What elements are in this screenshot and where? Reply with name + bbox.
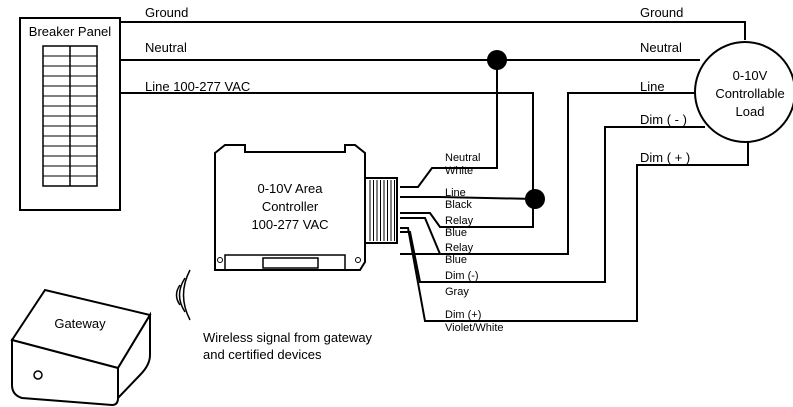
controller-base-slot bbox=[262, 257, 319, 269]
wireless-arc-1 bbox=[175, 284, 181, 306]
breaker-rows bbox=[43, 55, 97, 177]
load-line2: Controllable bbox=[715, 86, 784, 101]
lead-white: White bbox=[445, 165, 473, 177]
controller-line3: 100-277 VAC bbox=[251, 217, 328, 232]
neutral-lead-wire bbox=[400, 60, 498, 188]
ground-wire bbox=[120, 21, 746, 40]
gateway-led-icon bbox=[33, 370, 43, 380]
lead-violet-white: Violet/White bbox=[445, 322, 504, 334]
neutral-label-left: Neutral bbox=[145, 40, 187, 55]
controller-line2: Controller bbox=[262, 199, 319, 214]
lead-dim-minus: Dim (-) bbox=[445, 270, 479, 282]
wireless-arc-2 bbox=[178, 277, 186, 313]
lead-black: Black bbox=[445, 199, 472, 211]
dim-plus-label-right: Dim ( + ) bbox=[640, 150, 690, 165]
controller-base bbox=[224, 254, 346, 271]
lead-dim-plus: Dim (+) bbox=[445, 309, 481, 321]
line-label-right: Line bbox=[640, 79, 665, 94]
controller-threads bbox=[369, 180, 395, 241]
gateway-front bbox=[11, 338, 119, 407]
line-wire bbox=[120, 92, 534, 200]
relay-blue-lead-2 bbox=[400, 217, 441, 255]
dim-minus-label-right: Dim ( - ) bbox=[640, 112, 687, 127]
load-line3: Load bbox=[736, 104, 765, 119]
line-label-left: Line 100-277 VAC bbox=[145, 79, 250, 94]
line-black-lead bbox=[400, 196, 536, 200]
dim-plus-wire bbox=[400, 142, 749, 322]
load-line1: 0-10V bbox=[733, 68, 768, 83]
ground-label-left: Ground bbox=[145, 5, 188, 20]
lead-blue-2: Blue bbox=[445, 254, 467, 266]
lead-relay-1: Relay bbox=[445, 215, 474, 227]
controller-screw-right bbox=[355, 257, 361, 263]
lead-gray: Gray bbox=[445, 286, 469, 298]
lead-blue-1: Blue bbox=[445, 227, 467, 239]
breaker-panel: Breaker Panel bbox=[19, 17, 121, 211]
gateway-side bbox=[117, 311, 151, 401]
gateway-label: Gateway bbox=[54, 316, 106, 331]
gateway-device: Gateway bbox=[10, 288, 152, 407]
neutral-label-right: Neutral bbox=[640, 40, 682, 55]
relay-blue-lead-1 bbox=[400, 200, 534, 228]
lead-neutral: Neutral bbox=[445, 152, 480, 164]
controller-line1: 0-10V Area bbox=[257, 181, 323, 196]
controller-screw-left bbox=[217, 257, 223, 263]
wireless-signal-icon bbox=[175, 269, 191, 321]
lead-line: Line bbox=[445, 187, 466, 199]
wireless-caption-line1: Wireless signal from gateway bbox=[203, 330, 373, 345]
area-controller: 0-10V Area Controller 100-277 VAC bbox=[214, 144, 398, 271]
wireless-caption-line2: and certified devices bbox=[203, 347, 322, 362]
lead-relay-2: Relay bbox=[445, 242, 474, 254]
breaker-panel-title: Breaker Panel bbox=[29, 24, 111, 39]
wireless-arc-3 bbox=[182, 269, 191, 321]
load-line-wire bbox=[400, 92, 696, 255]
ground-label-right: Ground bbox=[640, 5, 683, 20]
